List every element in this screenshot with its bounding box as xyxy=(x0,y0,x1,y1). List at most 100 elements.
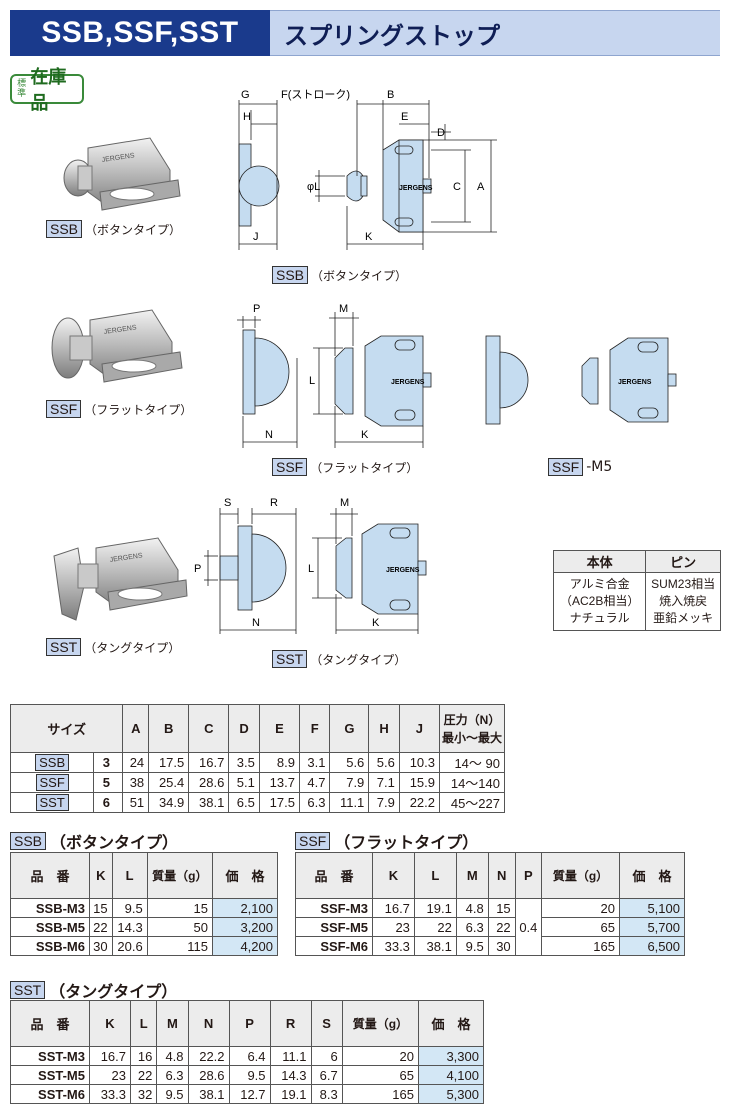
spec-cell: 16 xyxy=(129,1046,158,1066)
size-table: サイズ A B C D E F G H J 圧力（N） 最小～最大 SSB 3 … xyxy=(9,704,505,813)
price-cell: 5,700 xyxy=(619,917,685,937)
spec-cell: 6 xyxy=(310,1046,343,1066)
table-row: SSF-M5 23 22 6.3 22 65 5,700 xyxy=(295,917,685,937)
ssb-drawing-code: SSB xyxy=(272,266,309,284)
sst-dim-k: K xyxy=(372,617,380,629)
sst-dim-r: R xyxy=(270,497,278,509)
sst-drawing: JERGENS S R M P L N K xyxy=(194,497,427,634)
ssb-drawing-desc: （ボタンタイプ） xyxy=(311,268,408,283)
ssf-drawing: JERGENS P M L N K xyxy=(237,303,432,448)
ssf-drawing-caption: SSF （フラットタイプ） xyxy=(272,458,418,476)
table-row: SST-M3 16.7 16 4.8 22.2 6.4 11.1 6 20 3,… xyxy=(10,1046,484,1066)
sst-dim-s: S xyxy=(224,497,231,509)
size-header: サイズ xyxy=(9,704,124,753)
ssf-header: M xyxy=(455,852,489,899)
ssf-photo-brand: JERGENS xyxy=(103,324,137,336)
size-cell: 6.3 xyxy=(298,792,331,813)
ssf-header: 品 番 xyxy=(295,852,373,899)
price-cell: 3,300 xyxy=(418,1046,484,1066)
badge-large-text: 在庫品 xyxy=(30,67,67,114)
spec-cell: 4.8 xyxy=(156,1046,189,1066)
table-row: SSF 5 38 25.4 28.6 5.1 13.7 4.7 7.9 7.1 … xyxy=(9,772,505,793)
spec-cell: 23 xyxy=(372,917,415,937)
force-header-line: 圧力（N） xyxy=(443,712,501,727)
sst-dim-l: L xyxy=(308,563,314,575)
ssf-section-name: （フラットタイプ） xyxy=(334,833,479,852)
sst-header: R xyxy=(269,1000,312,1047)
price-cell: 5,300 xyxy=(418,1084,484,1104)
sst-header: K xyxy=(89,1000,131,1047)
size-cell: 28.6 xyxy=(188,772,230,793)
sst-header: 価 格 xyxy=(418,1000,484,1047)
ssb-drawing-brand: JERGENS xyxy=(399,185,433,192)
table-row: SSF-M3 16.7 19.1 4.8 15 0.4 20 5,100 xyxy=(295,898,685,956)
spec-cell: 9.5 xyxy=(156,1084,189,1104)
size-cell: 11.1 xyxy=(329,792,370,813)
ssb-dim-b: B xyxy=(387,89,394,101)
sst-section-name: （タングタイプ） xyxy=(49,982,178,1001)
price-cell: 2,100 xyxy=(212,898,278,918)
ssf-dim-k: K xyxy=(361,429,369,441)
part-number: SSF-M5 xyxy=(295,917,373,937)
sst-header: M xyxy=(156,1000,189,1047)
size-cell: 8.9 xyxy=(258,752,300,773)
ssf-header: K xyxy=(372,852,415,899)
spec-cell: 20.6 xyxy=(111,936,148,956)
size-header: B xyxy=(148,704,190,753)
spec-cell: 30 xyxy=(89,936,113,956)
ssfm5-drawing: JERGENS xyxy=(485,335,677,425)
price-cell: 3,200 xyxy=(212,917,278,937)
table-row: SSB 3 24 17.5 16.7 3.5 8.9 3.1 5.6 5.6 1… xyxy=(9,752,505,773)
ssf-header: N xyxy=(487,852,516,899)
sst-photo-brand: JERGENS xyxy=(109,552,143,564)
size-cell: 3.1 xyxy=(298,752,331,773)
spec-cell: 115 xyxy=(146,936,214,956)
ssb-section-code: SSB xyxy=(10,832,47,850)
spec-cell: 23 xyxy=(89,1065,131,1085)
series-title: SSB,SSF,SST xyxy=(10,10,270,56)
size-cell: 6.5 xyxy=(228,792,260,813)
sst-header: 品 番 xyxy=(10,1000,90,1047)
force-cell: 45～227 xyxy=(439,792,505,813)
size-header: J xyxy=(398,704,441,753)
stock-badge: 標準 在庫品 xyxy=(10,67,84,114)
table-row: SST-M6 33.3 32 9.5 38.1 12.7 19.1 8.3 16… xyxy=(10,1084,484,1104)
spec-cell: 22 xyxy=(129,1065,158,1085)
part-number: SSB-M3 xyxy=(10,898,90,918)
size-header: F xyxy=(298,704,331,753)
force-cell: 14～140 xyxy=(439,772,505,793)
size-cell: 5.6 xyxy=(329,752,370,773)
spec-cell: 15 xyxy=(146,898,214,918)
size-cell: 5.6 xyxy=(368,752,400,773)
table-row: SSB-M5 22 14.3 50 3,200 xyxy=(10,917,278,937)
size-cell: 17.5 xyxy=(258,792,300,813)
size-cell: 7.1 xyxy=(368,772,400,793)
spec-cell: 20 xyxy=(541,898,620,918)
spec-cell: 16.7 xyxy=(372,898,415,918)
sst-header: P xyxy=(228,1000,271,1047)
sst-photo-desc: （タングタイプ） xyxy=(84,640,181,655)
ssb-drawing: JERGENS G H F(ストローク) B E D C A φL J K xyxy=(238,88,497,250)
ssb-price-table: 品 番 K L 質量（g） 価 格 SSB-M3 15 9.5 15 2,100… xyxy=(10,852,278,956)
spec-cell: 9.5 xyxy=(228,1065,271,1085)
ssf-drawing-code: SSF xyxy=(272,458,308,476)
sst-header: L xyxy=(129,1000,158,1047)
size-header: A xyxy=(122,704,150,753)
ssb-dim-h: H xyxy=(243,111,251,123)
spec-cell: 6.3 xyxy=(455,917,489,937)
table-row: SSF-M6 33.3 38.1 9.5 30 165 6,500 xyxy=(295,936,685,956)
material-body-line: ナチュラル xyxy=(569,611,630,625)
ssf-section-code: SSF xyxy=(295,832,331,850)
material-body-line: アルミ合金 xyxy=(569,577,630,591)
sst-section-code: SST xyxy=(10,981,46,999)
size-header: H xyxy=(368,704,400,753)
spec-cell: 65 xyxy=(341,1065,420,1085)
ssb-section-name: （ボタンタイプ） xyxy=(50,833,179,852)
material-header-pin: ピン xyxy=(645,550,721,573)
size-header: D xyxy=(228,704,260,753)
ssb-drawing-caption: SSB （ボタンタイプ） xyxy=(272,266,407,284)
ssb-dim-g: G xyxy=(241,89,250,101)
spec-cell: 19.1 xyxy=(413,898,457,918)
material-body-line: （AC2B相当） xyxy=(559,594,640,608)
size-cell: 3.5 xyxy=(228,752,260,773)
